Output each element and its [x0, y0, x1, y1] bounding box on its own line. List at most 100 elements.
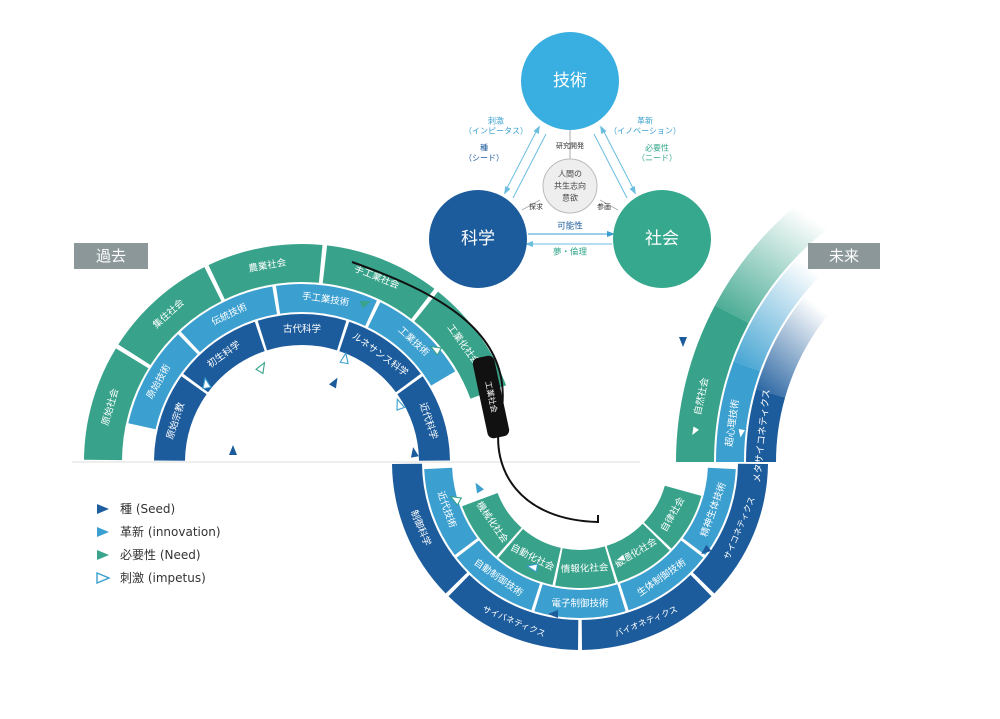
flow-arrow	[410, 447, 419, 458]
soc-tech-link	[601, 127, 636, 193]
flow-arrow	[475, 482, 484, 494]
stimulus-label: （インピータス）	[464, 127, 528, 136]
society-ring-future	[676, 305, 749, 462]
legend-label: 種 (Seed)	[120, 502, 176, 516]
society-ring-segment	[555, 546, 616, 589]
flow-arrow	[679, 337, 687, 347]
flow-arrow	[429, 345, 443, 356]
legend-item: 必要性 (Need)	[96, 543, 221, 566]
science-ring-fade	[756, 292, 831, 398]
flow-arrow	[202, 376, 212, 390]
research-label: 研究開発	[556, 141, 584, 150]
sci-tech-link	[512, 133, 547, 199]
technology-ring-fade	[733, 250, 826, 371]
science-ring-segment	[692, 463, 768, 594]
flow-arrow	[548, 610, 558, 618]
legend-item: 刺激 (impetus)	[96, 566, 221, 589]
legend-triangle-icon	[97, 549, 109, 560]
legend-label: 革新 (innovation)	[120, 525, 221, 539]
legend-item: 革新 (innovation)	[96, 520, 221, 543]
seed-label: （シード）	[464, 154, 504, 163]
industrial-society-marker	[472, 355, 510, 439]
explore-label: 探求	[529, 202, 543, 211]
participate-label: 参画	[597, 202, 611, 211]
science-ring-label: 古代科学	[283, 323, 321, 335]
center-circle	[542, 158, 598, 214]
center-label: 人間の	[558, 170, 582, 179]
flow-arrow	[701, 544, 712, 555]
soc-center-link	[599, 199, 619, 211]
flow-arrow	[229, 445, 237, 455]
society-ring-segment	[606, 523, 670, 583]
technology-ring-segment	[456, 540, 540, 611]
technology-ring-segment	[534, 584, 626, 619]
legend-label: 必要性 (Need)	[120, 548, 201, 562]
science-ring-segment	[257, 314, 347, 351]
flow-arrow	[339, 351, 349, 365]
link-arrow	[629, 186, 636, 195]
science-ring-segment	[339, 321, 421, 393]
link-arrow	[607, 231, 615, 237]
society-ring-segment	[498, 529, 561, 585]
flow-arrow	[737, 427, 747, 441]
science-ring-segment	[397, 376, 450, 461]
technology-label: 技術	[553, 71, 587, 91]
legend-label: 刺激 (impetus)	[120, 571, 206, 585]
science-ring-future	[745, 389, 786, 462]
legend-triangle-icon	[97, 526, 109, 537]
technology-ring-label: 電子制御技術	[551, 598, 609, 610]
need-label: （ニード）	[637, 154, 677, 163]
flow-arrow	[690, 424, 701, 438]
flow-arrow	[267, 294, 275, 304]
legend-triangle-icon	[96, 571, 110, 584]
technology-ring-segment	[682, 467, 736, 555]
link-arrow	[504, 186, 511, 195]
society-ring-segment	[322, 245, 435, 319]
science-circle	[429, 190, 527, 288]
innovation-label: （イノベーション）	[609, 127, 681, 136]
flow-arrow	[525, 563, 539, 573]
center-label: 意欲	[562, 193, 578, 203]
legend: 種 (Seed) 革新 (innovation) 必要性 (Need) 刺激 (imp…	[96, 497, 221, 589]
society-ring-segment	[118, 267, 222, 365]
past-label: 過去	[74, 243, 148, 269]
technology-ring-segment	[620, 540, 704, 611]
innovation-label: 革新	[637, 116, 653, 126]
society-ring-fade	[715, 198, 828, 323]
flow-arrow	[359, 300, 371, 309]
technology-ring-segment	[368, 302, 456, 386]
society-circle	[613, 190, 711, 288]
flow-arrow	[329, 377, 338, 389]
seed-label: 種	[480, 143, 488, 153]
center-label: 共生志向	[554, 181, 586, 191]
link-arrow	[600, 125, 607, 134]
society-ring-segment	[208, 244, 323, 300]
stimulus-label: 刺激	[488, 116, 504, 126]
soc-tech-link	[593, 133, 628, 199]
technology-circle	[521, 32, 619, 130]
technology-ring-segment	[424, 467, 478, 555]
society-ring-segment	[462, 493, 522, 557]
technology-ring-segment	[128, 334, 198, 430]
flow-arrow	[396, 397, 406, 411]
sci-center-link	[521, 199, 541, 211]
legend-item: 種 (Seed)	[96, 497, 221, 520]
flow-arrow	[255, 361, 266, 375]
society-ring-segment	[84, 348, 149, 461]
link-arrow	[533, 125, 540, 134]
flow-arrow	[613, 552, 627, 562]
technology-ring-segment	[180, 286, 277, 353]
flow-arrow	[449, 495, 463, 506]
dream-ethics-label: 夢・倫理	[553, 247, 588, 258]
flow-arrow	[654, 563, 666, 572]
link-arrow	[525, 241, 533, 247]
science-ring-segment	[183, 321, 265, 393]
science-ring-segment	[581, 574, 712, 650]
possibility-label: 可能性	[557, 221, 583, 232]
science-ring-segment	[154, 376, 207, 461]
society-ring-label: 情報化社会	[561, 561, 609, 575]
sci-tech-link	[504, 127, 539, 193]
society-ring-segment	[643, 485, 702, 549]
